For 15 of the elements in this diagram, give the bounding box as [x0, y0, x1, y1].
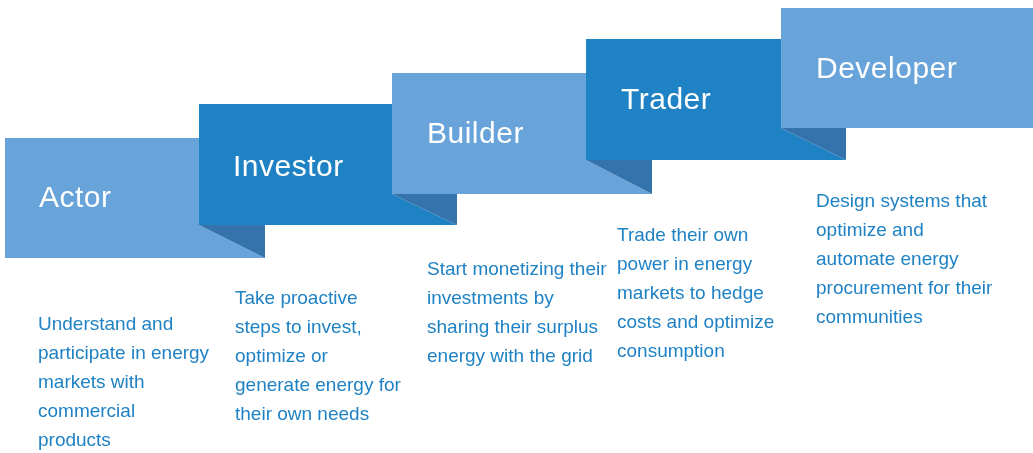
step-title: Trader	[621, 82, 712, 116]
step-title: Actor	[39, 180, 112, 214]
step-banner	[199, 104, 392, 225]
step-title: Developer	[816, 51, 958, 85]
step-description: Take proactive steps to invest, optimize or generate energy for their own needs	[235, 286, 402, 426]
step-banner	[5, 138, 199, 258]
step-title: Investor	[233, 149, 344, 183]
step-banner	[586, 39, 781, 160]
step-description: Design systems that optimize and automate energy procurement for their communities	[816, 189, 994, 329]
step-description: Trade their own power in energy markets to hedge costs and optimize consumption	[617, 223, 776, 363]
step-description: Understand and participate in energy markets with commercial products	[38, 312, 210, 452]
step-description: Start monetizing their investments by sharing their surplus energy with the grid	[427, 257, 608, 368]
step-banner	[392, 73, 586, 194]
step-banner	[781, 8, 1033, 128]
step-title: Builder	[427, 116, 524, 150]
